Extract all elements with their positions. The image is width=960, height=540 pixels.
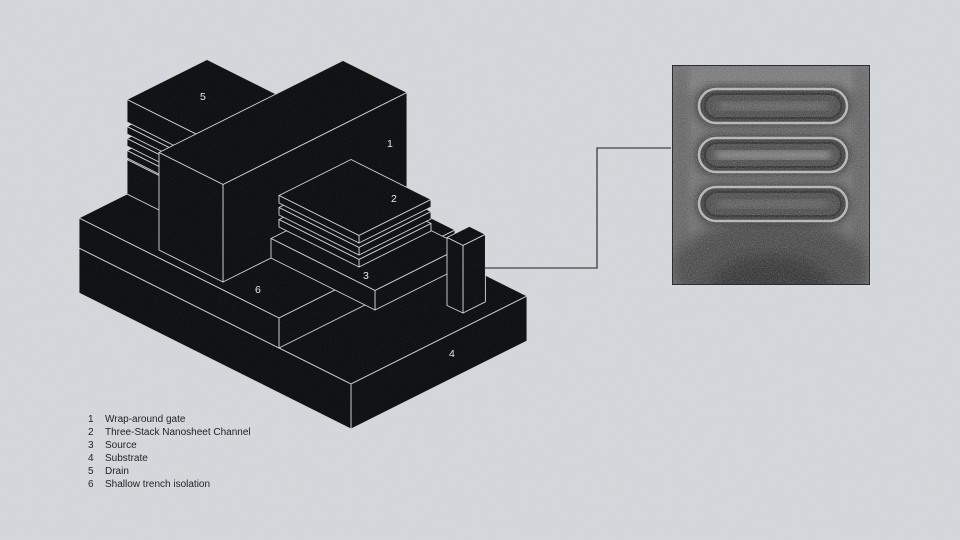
legend-num: 3: [88, 440, 94, 451]
callout-marker-6: 6: [254, 284, 262, 296]
legend-label: Three-Stack Nanosheet Channel: [105, 427, 251, 438]
legend-num: 6: [88, 479, 94, 490]
micrograph-image: [673, 66, 869, 284]
legend-item: 4 Substrate: [88, 452, 251, 465]
legend: 1 Wrap-around gate 2 Three-Stack Nanoshe…: [88, 413, 251, 491]
callout-marker-4: 4: [448, 348, 456, 360]
legend-label: Source: [105, 440, 137, 451]
micrograph-grain-texture: [673, 66, 869, 284]
callout-marker-2: 2: [390, 193, 398, 205]
callout-marker-3: 3: [362, 270, 370, 282]
legend-label: Drain: [105, 466, 129, 477]
legend-num: 5: [88, 466, 94, 477]
legend-num: 4: [88, 453, 94, 464]
legend-item: 2 Three-Stack Nanosheet Channel: [88, 426, 251, 439]
legend-item: 6 Shallow trench isolation: [88, 478, 251, 491]
inset-connector-line: [485, 147, 671, 269]
cross-section-tab: [446, 225, 486, 314]
legend-label: Substrate: [105, 453, 148, 464]
legend-num: 1: [88, 414, 94, 425]
legend-label: Wrap-around gate: [105, 414, 186, 425]
legend-item: 3 Source: [88, 439, 251, 452]
legend-num: 2: [88, 427, 94, 438]
legend-label: Shallow trench isolation: [105, 479, 211, 490]
callout-marker-1: 1: [386, 138, 394, 150]
callout-marker-5: 5: [199, 91, 207, 103]
micrograph-inset: [672, 65, 870, 285]
legend-item: 5 Drain: [88, 465, 251, 478]
legend-item: 1 Wrap-around gate: [88, 413, 251, 426]
